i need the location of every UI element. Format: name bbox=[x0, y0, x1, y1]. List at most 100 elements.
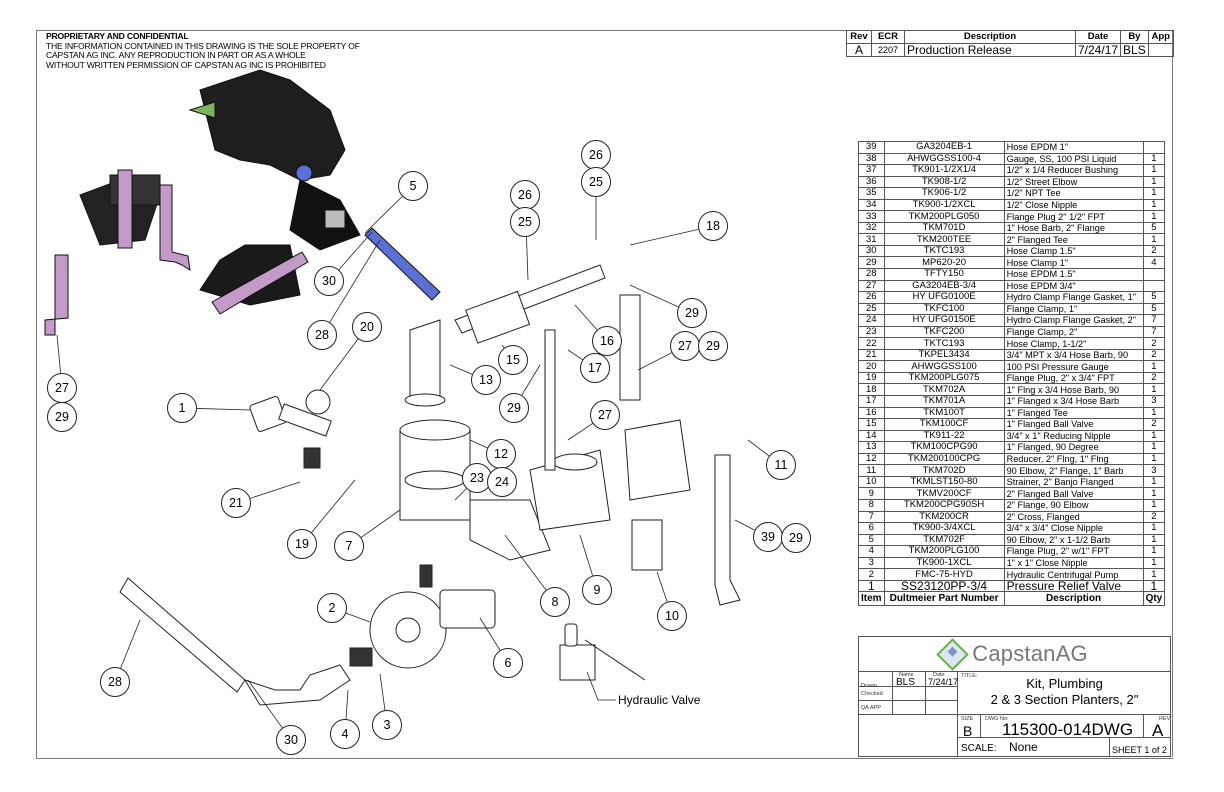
app-value bbox=[1147, 43, 1174, 57]
bom-desc-cell: Flange Plug 2" 1/2" FPT bbox=[1003, 210, 1144, 223]
bom-qty-cell: 1 bbox=[1142, 568, 1166, 581]
bom-desc-cell: 2" Flanged Tee bbox=[1003, 233, 1144, 246]
bom-qty-cell: 1 bbox=[1142, 198, 1166, 212]
qa-label: QA APP bbox=[861, 705, 881, 711]
bom-qty-cell: 1 bbox=[1142, 210, 1166, 223]
bom-qty-header: Qty bbox=[1142, 591, 1166, 607]
callout-leader-lines bbox=[56, 170, 770, 729]
callout-balloon: 24 bbox=[487, 467, 517, 497]
callout-balloon: 7 bbox=[334, 531, 364, 561]
callout-balloon: 4 bbox=[330, 719, 360, 749]
callout-balloon: 27 bbox=[670, 331, 700, 361]
drawing-number: 115300-014DWG bbox=[1002, 720, 1134, 739]
callout-balloon: 28 bbox=[307, 320, 337, 350]
drawn-label: Drawn bbox=[861, 683, 877, 689]
callout-balloon: 5 bbox=[398, 171, 428, 201]
notice-line: THE INFORMATION CONTAINED IN THIS DRAWIN… bbox=[46, 40, 360, 51]
callout-balloon: 9 bbox=[582, 575, 612, 605]
leader-line bbox=[379, 673, 386, 711]
callout-balloon: 27 bbox=[47, 373, 77, 403]
drawn-date: 7/24/17 bbox=[928, 677, 959, 687]
rev-label: REV bbox=[1159, 716, 1171, 722]
callout-balloon: 10 bbox=[657, 601, 687, 631]
hydraulic-valve-label: Hydraulic Valve bbox=[618, 693, 701, 707]
bom-qty-cell: 1 bbox=[1142, 545, 1166, 558]
callout-balloon: 29 bbox=[499, 393, 529, 423]
bom-desc-cell: Gauge, SS, 100 PSI Liquid bbox=[1003, 152, 1144, 166]
callout-balloon: 30 bbox=[314, 266, 344, 296]
callout-balloon: 26 bbox=[581, 140, 611, 170]
bom-qty-cell: 5 bbox=[1142, 221, 1166, 235]
callout-balloon: 29 bbox=[698, 331, 728, 361]
bom-qty-cell: 1 bbox=[1142, 556, 1166, 570]
callout-balloon: 29 bbox=[677, 298, 707, 328]
bom-qty-cell: 1 bbox=[1142, 164, 1166, 177]
callout-balloon: 16 bbox=[592, 326, 622, 356]
title-label: TITLE: bbox=[961, 673, 978, 679]
callout-balloon: 12 bbox=[486, 439, 516, 469]
leader-line bbox=[120, 619, 141, 669]
leader-line bbox=[504, 534, 547, 591]
bom-qty-cell: 1 bbox=[1142, 187, 1166, 200]
bom-desc-cell: Hose EPDM 1" bbox=[1003, 141, 1144, 154]
colored-overview-assembly bbox=[44, 69, 441, 336]
drawing-rev: A bbox=[1152, 721, 1164, 740]
leader-line bbox=[579, 534, 593, 576]
bom-part-cell: TKM200CR bbox=[883, 510, 1005, 524]
drawing-border bbox=[36, 30, 1173, 759]
callout-balloon: 3 bbox=[372, 710, 402, 740]
title-line-1: Kit, Plumbing bbox=[1026, 676, 1103, 691]
leader-line bbox=[364, 196, 403, 234]
title-line-2: 2 & 3 Section Planters, 2" bbox=[990, 692, 1139, 707]
bom-qty-cell: 1 bbox=[1142, 233, 1166, 246]
notice-line: CAPSTAN AG INC. ANY REPRODUCTION IN PART… bbox=[46, 50, 306, 61]
dwg-no-label: DWG No: bbox=[985, 716, 1009, 722]
leader-line bbox=[629, 284, 679, 308]
leader-line bbox=[196, 408, 251, 411]
leader-line bbox=[56, 334, 61, 374]
bom-desc-cell: 90 Elbow, 2" x 1-1/2 Barb bbox=[1003, 533, 1144, 547]
callout-balloon: 25 bbox=[581, 167, 611, 197]
bom-qty-cell: 2 bbox=[1142, 244, 1166, 258]
bom-item-cell: 35 bbox=[858, 187, 885, 200]
leader-line bbox=[567, 349, 583, 361]
leader-line bbox=[449, 364, 473, 375]
bom-part-cell: TK901-1/2X1/4 bbox=[883, 164, 1005, 177]
bom-qty-cell bbox=[1142, 141, 1166, 154]
bom-part-cell: GA3204EB-1 bbox=[883, 141, 1005, 154]
revision-row: A 2207 Production Release 7/24/17 BLS bbox=[846, 43, 1174, 57]
bom-desc-cell: 1/2" Street Elbow bbox=[1003, 175, 1144, 189]
company-name: CapstanAG bbox=[972, 641, 1088, 666]
callout-balloon: 13 bbox=[471, 365, 501, 395]
sheet-number: SHEET 1 of 2 bbox=[1112, 745, 1167, 755]
callout-balloon: 8 bbox=[540, 587, 570, 617]
callout-balloon: 39 bbox=[753, 522, 783, 552]
description-value: Production Release bbox=[904, 43, 1076, 57]
callout-balloon: 17 bbox=[580, 353, 610, 383]
bom-part-header: Dultmeier Part Number bbox=[883, 591, 1005, 607]
bom-desc-cell: 1/2" NPT Tee bbox=[1003, 187, 1144, 200]
callout-balloon: 1 bbox=[167, 393, 197, 423]
leader-line bbox=[345, 612, 371, 623]
size-label: SIZE bbox=[961, 716, 974, 722]
bom-desc-header: Description bbox=[1003, 591, 1144, 607]
bom-qty-cell: 1 bbox=[1142, 175, 1166, 189]
name-label: Name bbox=[899, 672, 914, 678]
leader-line bbox=[247, 679, 283, 729]
